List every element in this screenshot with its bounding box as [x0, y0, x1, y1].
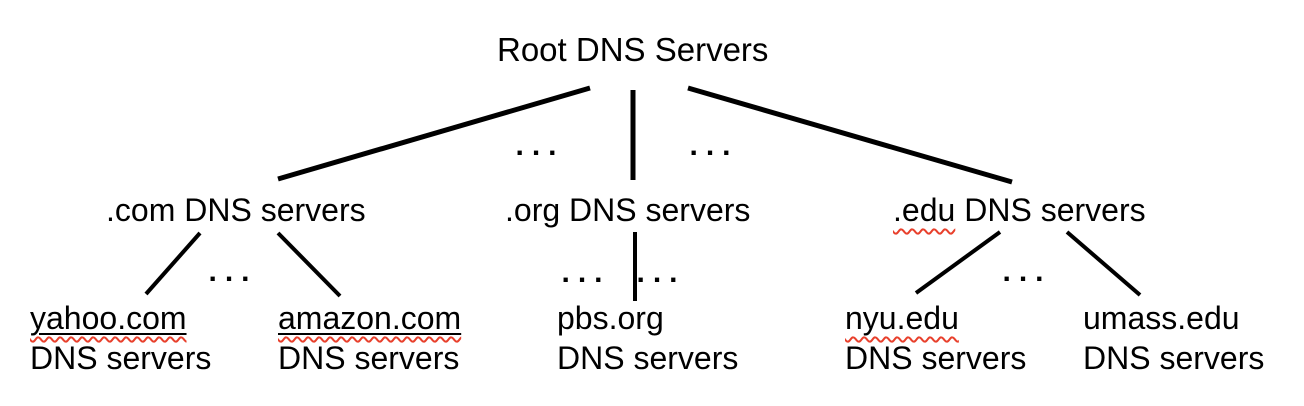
- edu-rest-text: DNS servers: [964, 192, 1146, 228]
- edu-tld-text: .edu: [893, 192, 956, 228]
- ellipsis-org-children-left: ...: [561, 256, 611, 289]
- ellipsis-org-children-right: ...: [636, 256, 686, 289]
- ellipsis-com-children: ...: [208, 255, 258, 288]
- umass-label-line2: DNS servers: [1083, 340, 1265, 376]
- node-nyu-dns-servers: nyu.edu DNS servers: [845, 298, 1026, 378]
- edge-com-yahoo: [144, 231, 202, 296]
- pbs-label-line2: DNS servers: [557, 340, 739, 376]
- node-amazon-dns-servers: amazon.com DNS servers: [278, 298, 461, 378]
- amazon-domain-text: amazon.com: [278, 300, 462, 336]
- node-root-dns-servers: Root DNS Servers: [497, 31, 769, 68]
- node-umass-dns-servers: umass.edu DNS servers: [1083, 298, 1264, 378]
- nyu-domain-text: nyu.edu: [845, 300, 959, 336]
- node-pbs-dns-servers: pbs.org DNS servers: [557, 298, 738, 378]
- edge-com-amazon: [276, 231, 342, 298]
- amazon-label-line2: DNS servers: [278, 340, 460, 376]
- node-yahoo-dns-servers: yahoo.com DNS servers: [30, 298, 211, 378]
- node-org-dns-servers: .org DNS servers: [505, 192, 751, 228]
- node-com-dns-servers: .com DNS servers: [106, 192, 366, 228]
- ellipsis-edu-children: ...: [1002, 255, 1052, 288]
- edge-root-edu: [687, 85, 1013, 185]
- ellipsis-root-right: ...: [689, 129, 739, 162]
- nyu-label-line2: DNS servers: [845, 340, 1027, 376]
- yahoo-label-line2: DNS servers: [30, 340, 212, 376]
- edge-root-com: [277, 85, 591, 182]
- umass-domain-text: umass.edu: [1083, 300, 1240, 336]
- edge-edu-nyu: [914, 230, 1002, 295]
- edge-edu-umass: [1065, 230, 1142, 297]
- ellipsis-root-left: ...: [515, 129, 565, 162]
- yahoo-domain-text: yahoo.com: [30, 300, 187, 336]
- pbs-domain-text: pbs.org: [557, 300, 664, 336]
